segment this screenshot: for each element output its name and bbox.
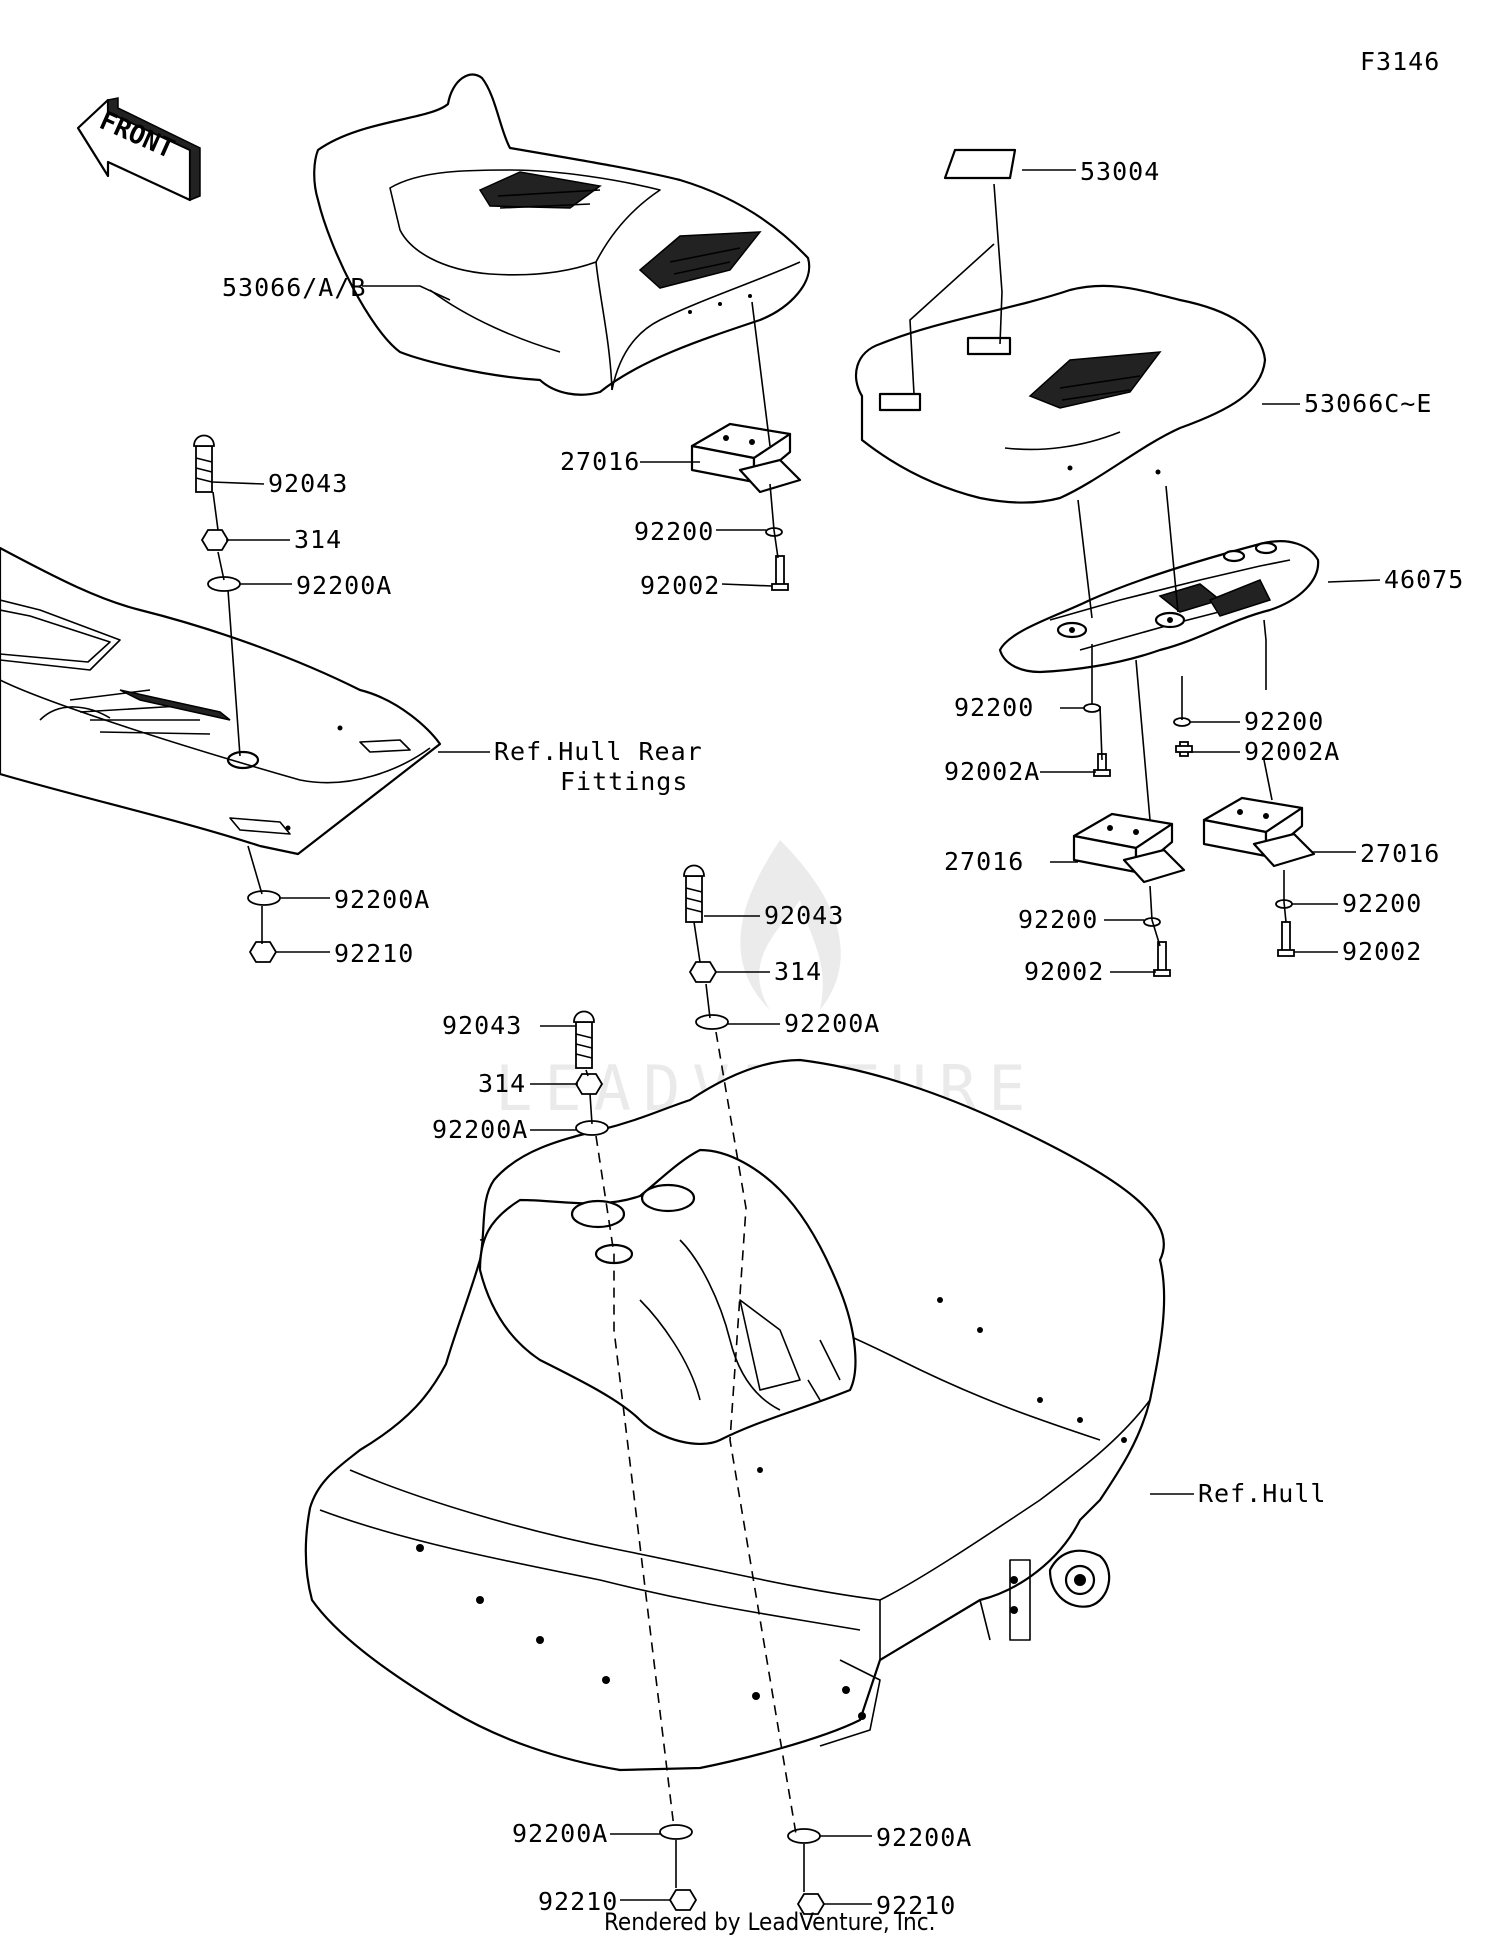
nut-center — [688, 961, 718, 983]
label-bolt-1: 92043 — [268, 469, 348, 498]
latch-mid — [1072, 812, 1186, 884]
label-washer-a-4: 92200A — [432, 1115, 528, 1144]
label-washer-a-2: 92200A — [334, 885, 430, 914]
label-washer-5: 92200 — [1342, 889, 1422, 918]
screw-right — [1277, 921, 1295, 957]
label-screw-a-2: 92002A — [1244, 737, 1340, 766]
washer-a-left-bottom — [247, 890, 281, 906]
label-washer-3: 92200 — [1244, 707, 1324, 736]
label-bolt-2: 92043 — [764, 901, 844, 930]
bolt-center — [683, 864, 705, 923]
label-nut-2: 314 — [774, 957, 822, 986]
label-locknut-3: 92210 — [876, 1891, 956, 1920]
label-latch-3: 27016 — [1360, 839, 1440, 868]
locknut-bottom-left — [668, 1889, 698, 1911]
bolt-lower — [573, 1010, 595, 1069]
label-patch: 53004 — [1080, 157, 1160, 186]
label-washer-a-6: 92200A — [876, 1823, 972, 1852]
label-washer-a-1: 92200A — [296, 571, 392, 600]
rear-hull-fittings — [0, 546, 442, 856]
hull — [304, 1058, 1166, 1772]
front-arrow-icon: FRONT — [76, 97, 201, 202]
washer-a-center — [695, 1014, 729, 1030]
part-labels: 53066/A/B 53004 53066C~E 46075 27016 270… — [222, 157, 1464, 1920]
rear-seat — [854, 148, 1267, 504]
label-washer-a-5: 92200A — [512, 1819, 608, 1848]
label-ref-rear-1: Ref.Hull Rear — [494, 737, 703, 766]
label-latch-1: 27016 — [560, 447, 640, 476]
label-screw-a-1: 92002A — [944, 757, 1040, 786]
assembly-lines — [211, 169, 1381, 1905]
screw-top — [771, 555, 789, 591]
front-seat — [313, 73, 811, 396]
label-locknut-2: 92210 — [538, 1887, 618, 1916]
label-washer-4: 92200 — [1018, 905, 1098, 934]
label-screw-2: 92002 — [1024, 957, 1104, 986]
label-nut-1: 314 — [294, 525, 342, 554]
label-washer-2: 92200 — [954, 693, 1034, 722]
label-washer-1: 92200 — [634, 517, 714, 546]
nut-lower — [574, 1073, 604, 1095]
washer-a-bottom-right — [787, 1828, 821, 1844]
figure-code: F3146 — [1360, 47, 1440, 76]
screw-mid — [1153, 941, 1171, 977]
label-ref-rear-2: Fittings — [560, 767, 688, 796]
label-screw-1: 92002 — [640, 571, 720, 600]
label-bracket: 46075 — [1384, 565, 1464, 594]
label-seat-rear: 53066C~E — [1304, 389, 1432, 418]
label-locknut-1: 92210 — [334, 939, 414, 968]
label-nut-3: 314 — [478, 1069, 526, 1098]
seat-bracket — [998, 540, 1320, 674]
washer-bracket-left — [1083, 703, 1101, 713]
locknut-bottom-right — [796, 1893, 826, 1915]
washer-a-bottom-left — [659, 1824, 693, 1840]
footer-credit: Rendered by LeadVenture, Inc. — [604, 1908, 935, 1936]
screw-a-right — [1175, 741, 1193, 757]
label-washer-a-3: 92200A — [784, 1009, 880, 1038]
label-ref-hull: Ref.Hull — [1198, 1479, 1326, 1508]
bolt-left — [193, 434, 215, 493]
label-bolt-3: 92043 — [442, 1011, 522, 1040]
nut-left — [200, 529, 230, 551]
label-seat-front: 53066/A/B — [222, 273, 366, 302]
latch-right — [1202, 796, 1316, 868]
label-latch-2: 27016 — [944, 847, 1024, 876]
locknut-left — [248, 941, 278, 963]
label-screw-3: 92002 — [1342, 937, 1422, 966]
latch-top — [690, 422, 802, 494]
